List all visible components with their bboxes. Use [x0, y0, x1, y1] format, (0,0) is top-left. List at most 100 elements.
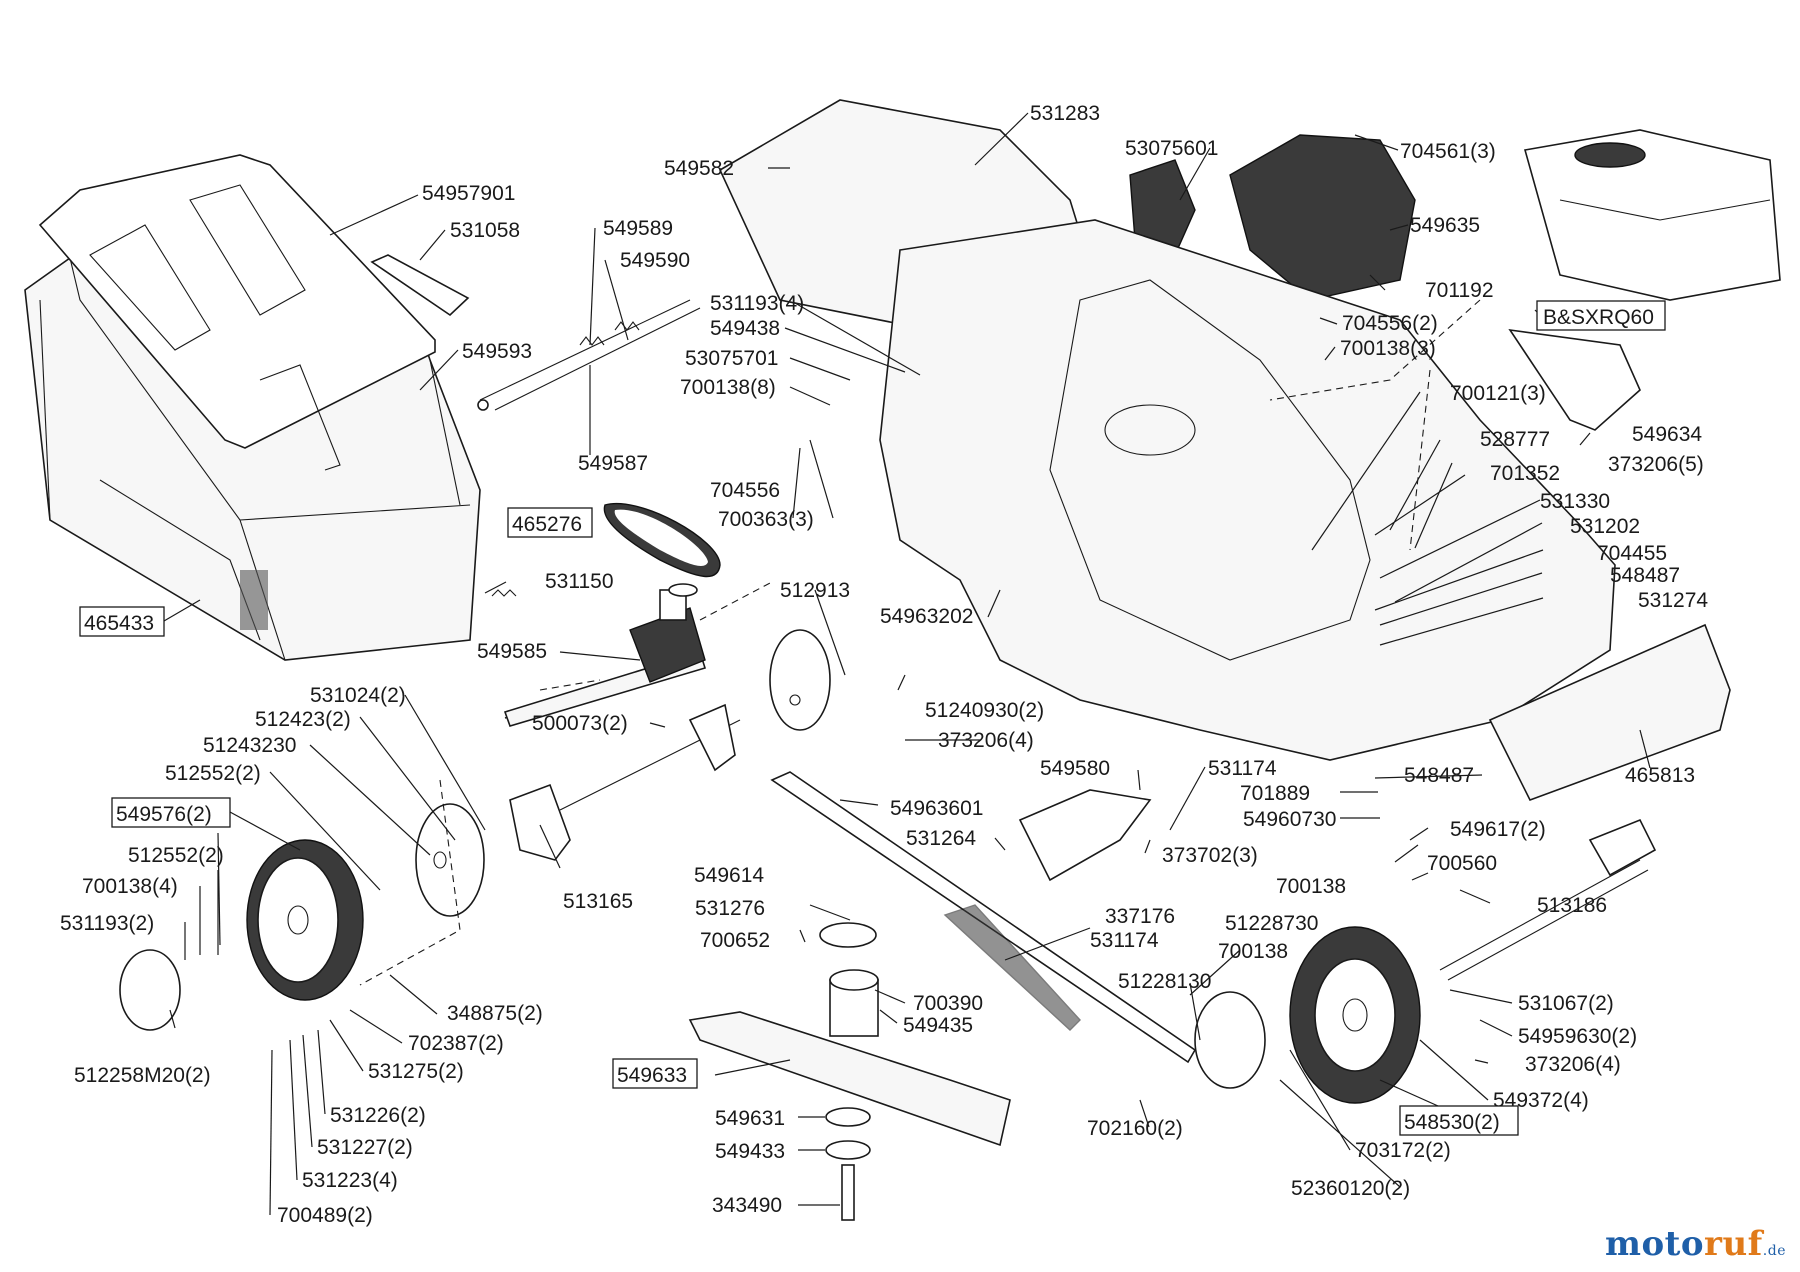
label-701889: 701889 [1240, 782, 1310, 805]
label-701352: 701352 [1490, 462, 1560, 485]
label-700138b: 700138 [1218, 940, 1288, 963]
label-700121-3: 700121(3) [1450, 382, 1546, 405]
lever-spring [943, 904, 1081, 1031]
label-465813: 465813 [1625, 764, 1695, 787]
label-54963202: 54963202 [880, 605, 973, 628]
label-700138-3: 700138(3) [1340, 337, 1436, 360]
catcher-lid [38, 154, 436, 471]
cover-bracket-part [1129, 159, 1196, 256]
label-500073-2: 500073(2) [532, 712, 628, 735]
label-512913: 512913 [780, 579, 850, 602]
label-704556: 704556 [710, 479, 780, 502]
shield-549580 [1018, 789, 1152, 882]
mower-deck [879, 219, 1616, 761]
label-701192: 701192 [1425, 279, 1494, 302]
label-512552-2a: 512552(2) [165, 762, 261, 785]
label-549433: 549433 [715, 1140, 785, 1163]
label-54963601: 54963601 [890, 797, 983, 820]
catcher-rod-parts [477, 299, 701, 411]
label-531330: 531330 [1540, 490, 1610, 513]
label-704556-2: 704556(2) [1342, 312, 1438, 335]
label-549587: 549587 [578, 452, 648, 475]
label-51228130: 51228130 [1118, 970, 1211, 993]
label-549617-2: 549617(2) [1450, 818, 1546, 841]
label-531193-2: 531193(2) [60, 912, 154, 935]
watermark-part-moto: moto [1604, 1224, 1705, 1264]
label-54960730: 54960730 [1243, 808, 1336, 831]
label-549435: 549435 [903, 1014, 973, 1037]
motoruf-watermark: motoruf.de [1605, 1224, 1786, 1264]
label-528777: 528777 [1480, 428, 1550, 451]
engine-part [1523, 129, 1781, 301]
wheel-disc-left [415, 803, 485, 917]
label-53075701: 53075701 [685, 347, 778, 370]
label-531274: 531274 [1638, 589, 1708, 612]
label-531193-4: 531193(4) [710, 292, 804, 315]
lid-handle-part [370, 254, 470, 317]
label-700363-3: 700363(3) [718, 508, 814, 531]
label-549593: 549593 [462, 340, 532, 363]
front-wheel [1289, 926, 1421, 1104]
watermark-part-ruf: ruf [1704, 1224, 1763, 1264]
label-51240930-2: 51240930(2) [925, 699, 1044, 722]
label-54957901: 54957901 [422, 182, 515, 205]
label-512423-2: 512423(2) [255, 708, 351, 731]
label-513186: 513186 [1537, 894, 1607, 917]
label-700560: 700560 [1427, 852, 1497, 875]
label-700652: 700652 [700, 929, 770, 952]
washer-549631 [825, 1107, 871, 1127]
blade-part [688, 1011, 1011, 1147]
label-700390: 700390 [913, 992, 983, 1015]
part-labels: 531283 549582 53075601 704561(3) 5495790… [60, 102, 1708, 1227]
label-531174a: 531174 [1208, 757, 1277, 780]
label-549614: 549614 [694, 864, 764, 887]
label-531067-2: 531067(2) [1518, 992, 1614, 1015]
label-373206-4b: 373206(4) [1525, 1053, 1621, 1076]
label-548487a: 548487 [1610, 564, 1680, 587]
label-700138-8: 700138(8) [680, 376, 776, 399]
label-373702-3: 373702(3) [1162, 844, 1258, 867]
label-700138-4: 700138(4) [82, 875, 178, 898]
wheel-disc-right [769, 629, 831, 731]
label-700138a: 700138 [1276, 875, 1346, 898]
drive-belt-inner [614, 509, 708, 566]
engine-cover-part [1229, 134, 1416, 301]
label-51228730: 51228730 [1225, 912, 1318, 935]
label-373206-4a: 373206(4) [938, 729, 1034, 752]
label-549438: 549438 [710, 317, 780, 340]
label-549589: 549589 [603, 217, 673, 240]
label-531283: 531283 [1030, 102, 1100, 125]
label-531227-2: 531227(2) [317, 1136, 413, 1159]
label-engine-model: B&SXRQ60 [1543, 306, 1654, 329]
label-702387-2: 702387(2) [408, 1032, 504, 1055]
spring-part [491, 589, 517, 597]
label-348875-2: 348875(2) [447, 1002, 543, 1025]
leader-lines [169, 112, 1651, 1216]
label-549631: 549631 [715, 1107, 785, 1130]
hubcap-right [1194, 991, 1266, 1089]
label-549590: 549590 [620, 249, 690, 272]
watermark-part-de: .de [1762, 1243, 1786, 1259]
label-531024-2: 531024(2) [310, 684, 406, 707]
boxed-labels: B&SXRQ60 465276 465433 549576(2) 549633 … [79, 300, 1666, 1136]
label-549580: 549580 [1040, 757, 1110, 780]
label-512552-2b: 512552(2) [128, 844, 224, 867]
label-548530-2: 548530(2) [1404, 1111, 1500, 1134]
label-531276: 531276 [695, 897, 765, 920]
label-704455: 704455 [1597, 542, 1667, 565]
label-531226-2: 531226(2) [330, 1104, 426, 1127]
label-549633: 549633 [617, 1064, 687, 1087]
label-549582: 549582 [664, 157, 734, 180]
blade-adapter [819, 922, 879, 1037]
label-549585: 549585 [477, 640, 547, 663]
washer-549433 [825, 1140, 871, 1160]
label-549576-2: 549576(2) [116, 803, 212, 826]
blade-bolt [841, 1164, 855, 1221]
label-531058: 531058 [450, 219, 520, 242]
front-axle [1439, 818, 1657, 981]
label-703172-2: 703172(2) [1355, 1139, 1451, 1162]
label-704561-3: 704561(3) [1400, 140, 1496, 163]
gearbox-assembly [503, 582, 771, 727]
baffle-part [1508, 328, 1641, 431]
